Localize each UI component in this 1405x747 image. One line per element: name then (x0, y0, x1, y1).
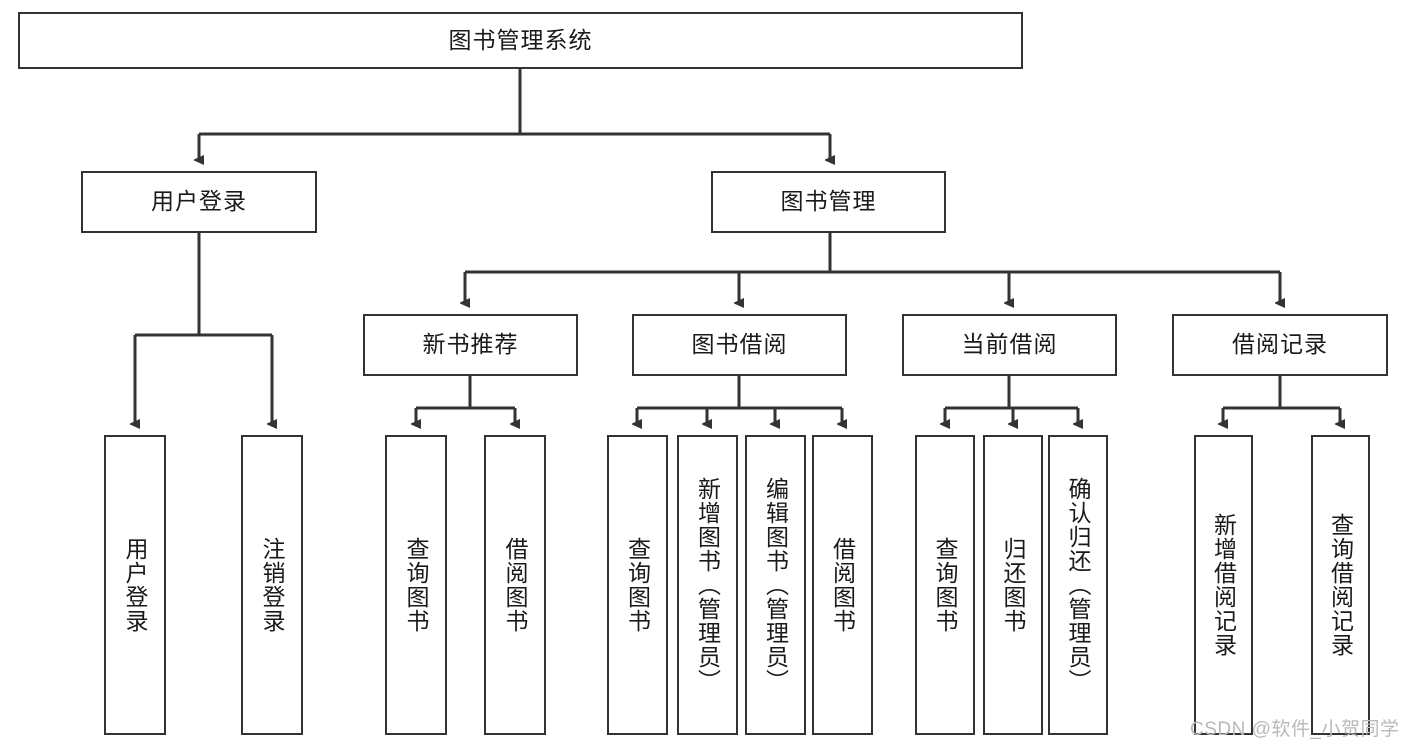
node-book-borrow[interactable]: 图书借阅 (632, 314, 847, 376)
node-book-management[interactable]: 图书管理 (711, 171, 946, 233)
leaf-query-books-current[interactable]: 查询图书 (915, 435, 975, 735)
node-root-label: 图书管理系统 (448, 26, 593, 53)
leaf-label: 确认归还（管理员） (1065, 477, 1092, 693)
node-current-borrow-label: 当前借阅 (961, 331, 1058, 358)
leaf-label: 查询图书 (624, 537, 651, 633)
csdn-watermark: CSDN @软件_小贺同学 (1190, 719, 1400, 740)
leaf-label: 查询借阅记录 (1327, 513, 1354, 657)
node-root[interactable]: 图书管理系统 (18, 12, 1023, 69)
node-new-book-recommend-label: 新书推荐 (422, 331, 519, 358)
leaf-add-book-admin[interactable]: 新增图书（管理员） (677, 435, 738, 735)
leaf-edit-book-admin[interactable]: 编辑图书（管理员） (745, 435, 806, 735)
leaf-label: 查询图书 (403, 537, 430, 633)
leaf-label: 查询图书 (932, 537, 959, 633)
leaf-borrow-books-new[interactable]: 借阅图书 (484, 435, 546, 735)
leaf-label: 归还图书 (1000, 537, 1027, 633)
leaf-user-login[interactable]: 用户登录 (104, 435, 166, 735)
node-borrow-records-label: 借阅记录 (1232, 331, 1328, 358)
leaf-add-borrow-record[interactable]: 新增借阅记录 (1194, 435, 1253, 735)
leaf-label: 借阅图书 (829, 537, 856, 633)
leaf-return-books[interactable]: 归还图书 (983, 435, 1043, 735)
node-user-login-label: 用户登录 (151, 188, 247, 215)
leaf-query-books-new[interactable]: 查询图书 (385, 435, 447, 735)
node-current-borrow[interactable]: 当前借阅 (902, 314, 1117, 376)
leaf-borrow-books[interactable]: 借阅图书 (812, 435, 873, 735)
node-borrow-records[interactable]: 借阅记录 (1172, 314, 1388, 376)
leaf-label: 借阅图书 (502, 537, 529, 633)
leaf-label: 新增借阅记录 (1210, 513, 1237, 657)
leaf-confirm-return-admin[interactable]: 确认归还（管理员） (1048, 435, 1108, 735)
leaf-label: 编辑图书（管理员） (762, 477, 789, 693)
node-user-login[interactable]: 用户登录 (81, 171, 317, 233)
leaf-label: 用户登录 (122, 537, 149, 633)
leaf-label: 注销登录 (259, 537, 286, 633)
leaf-query-borrow-record[interactable]: 查询借阅记录 (1311, 435, 1370, 735)
node-book-borrow-label: 图书借阅 (691, 331, 788, 358)
node-new-book-recommend[interactable]: 新书推荐 (363, 314, 578, 376)
leaf-query-books-borrow[interactable]: 查询图书 (607, 435, 668, 735)
leaf-label: 新增图书（管理员） (694, 477, 721, 693)
node-book-management-label: 图书管理 (780, 188, 877, 215)
leaf-logout-login[interactable]: 注销登录 (241, 435, 303, 735)
